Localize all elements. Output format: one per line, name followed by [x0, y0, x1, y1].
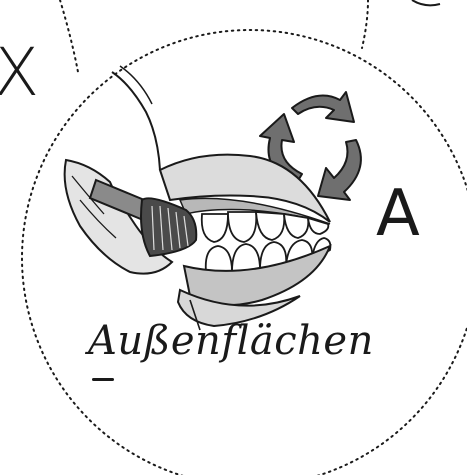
- finger-outline: [112, 72, 160, 170]
- neighbor-card-outline-left: [60, 0, 78, 72]
- step-letter: A: [376, 182, 420, 246]
- card-caption: Außenflächen: [88, 318, 374, 364]
- neighbor-card-outline-right: [362, 0, 368, 48]
- neighbor-card-letter: X: [0, 40, 39, 106]
- neighbor-card-ink-right: [412, 0, 440, 5]
- caption-underline: [92, 378, 114, 381]
- arrow-right: [318, 140, 361, 200]
- arrow-top: [292, 92, 354, 122]
- finger-outline-inner: [120, 66, 152, 104]
